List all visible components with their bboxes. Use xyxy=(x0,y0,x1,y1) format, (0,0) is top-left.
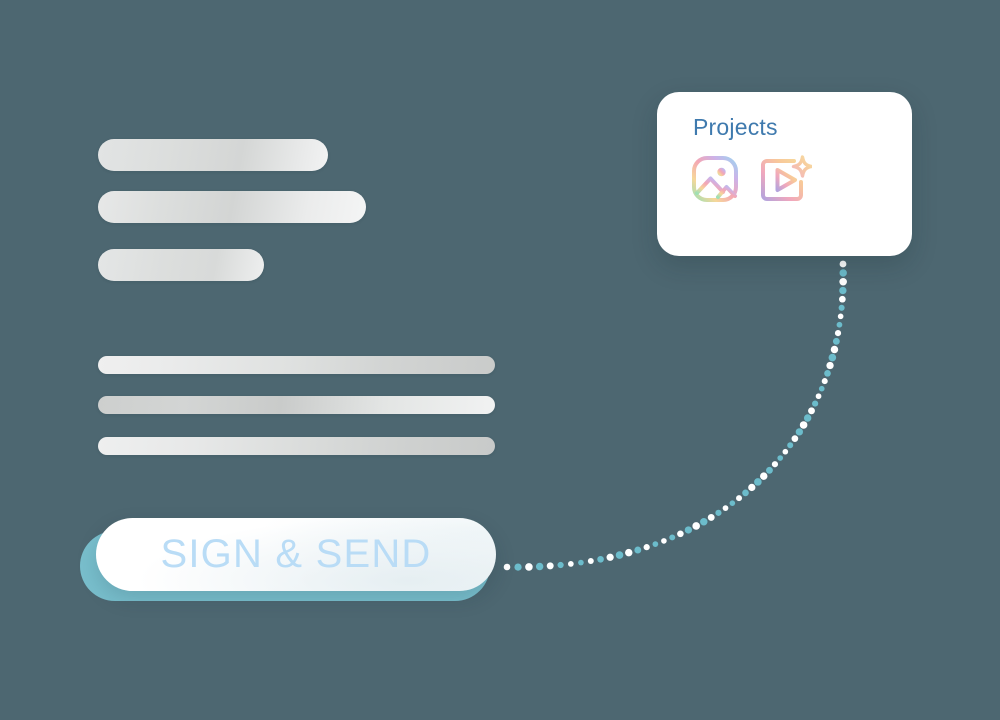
connector-dot xyxy=(652,541,659,547)
connector-dot xyxy=(828,353,837,362)
connector-dot xyxy=(525,563,533,571)
connector-dot xyxy=(684,526,693,534)
connector-dot xyxy=(661,538,667,544)
connector-dot xyxy=(677,530,684,538)
projects-icon-row xyxy=(690,154,812,210)
connector-dot xyxy=(707,513,715,521)
connector-dot xyxy=(748,483,756,492)
connector-dot xyxy=(782,448,789,455)
heading-placeholder-bar xyxy=(98,191,366,223)
heading-placeholder-bar xyxy=(98,249,264,281)
connector-dot xyxy=(514,563,522,571)
connector-dot xyxy=(669,534,676,541)
connector-dot xyxy=(832,337,840,345)
connector-dot xyxy=(838,304,845,311)
connector-dot xyxy=(821,378,828,385)
connector-dot xyxy=(812,400,819,407)
connector-dot xyxy=(742,489,749,497)
body-placeholder-bar xyxy=(98,437,495,455)
connector-dot xyxy=(535,562,544,571)
connector-dot xyxy=(803,414,812,422)
connector-dot xyxy=(606,553,614,561)
connector-dot xyxy=(760,472,768,480)
projects-card-title: Projects xyxy=(693,114,778,140)
connector-dot xyxy=(722,505,729,511)
sign-send-button[interactable]: SIGN & SEND xyxy=(96,518,496,591)
connector-dot xyxy=(615,551,624,559)
image-icon[interactable] xyxy=(690,154,740,204)
connector-dot xyxy=(826,361,834,370)
connector-dot xyxy=(839,260,847,268)
connector-dot xyxy=(818,385,825,392)
connector-dot xyxy=(643,544,650,551)
projects-card[interactable]: Projects xyxy=(657,92,912,256)
connector-dot xyxy=(837,313,844,320)
connector-dot xyxy=(771,461,779,468)
connector-dot xyxy=(791,435,799,442)
connector-dot xyxy=(567,561,574,567)
connector-dot xyxy=(834,330,842,337)
connector-dot xyxy=(839,269,847,277)
connector-dot xyxy=(700,518,708,526)
body-placeholder-bar xyxy=(98,396,495,414)
connector-dot xyxy=(787,442,794,449)
connector-dot xyxy=(799,421,808,429)
video-sparkle-icon[interactable] xyxy=(756,154,812,210)
connector-dot xyxy=(546,562,554,570)
connector-dot xyxy=(839,295,846,303)
connector-dot xyxy=(839,277,847,286)
connector-dot xyxy=(557,561,564,569)
connector-dot xyxy=(503,563,511,571)
connector-dot xyxy=(729,500,736,506)
connector-dot xyxy=(836,321,843,328)
connector-dot xyxy=(597,555,604,563)
body-placeholder-bar xyxy=(98,356,495,374)
connector-dot xyxy=(830,345,839,354)
connector-dot xyxy=(625,548,633,557)
connector-dot xyxy=(634,546,642,554)
heading-placeholder-bar xyxy=(98,139,328,171)
connector-dot xyxy=(578,559,584,566)
connector-dot xyxy=(736,495,743,502)
connector-dot xyxy=(766,466,773,474)
connector-dot xyxy=(824,370,831,377)
connector-dot xyxy=(815,393,822,400)
connector-dot xyxy=(795,428,803,436)
sign-send-button-group: SIGN & SEND xyxy=(80,515,504,607)
connector-dot xyxy=(808,407,815,415)
connector-dot xyxy=(715,509,722,516)
connector-dot xyxy=(692,522,700,530)
connector-dot xyxy=(754,478,762,486)
connector-dot xyxy=(587,558,594,565)
connector-dot xyxy=(777,455,784,461)
connector-dot xyxy=(839,286,847,295)
